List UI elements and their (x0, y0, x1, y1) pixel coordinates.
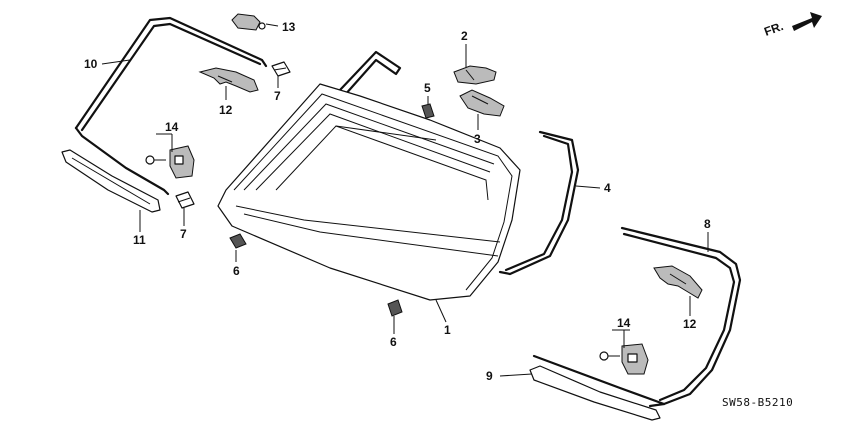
part-3-bracket (459, 89, 505, 117)
part-6-clip-left (229, 233, 247, 249)
leader-lines (101, 23, 709, 377)
callout-5: 5 (424, 81, 431, 95)
callout-12-right: 12 (683, 317, 697, 331)
callout-2: 2 (461, 29, 468, 43)
part-10-molding (74, 16, 268, 196)
callout-7-lower: 7 (180, 227, 187, 241)
part-6-clip-lower (387, 299, 403, 317)
callout-3: 3 (474, 132, 481, 146)
callout-12-upper: 12 (219, 103, 233, 117)
callout-4: 4 (604, 181, 611, 195)
part-12-bracket-right (653, 265, 703, 299)
part-upper-strip (338, 50, 402, 98)
drawing-code: SW58-B5210 (722, 396, 793, 409)
part-12-bracket-upper (198, 67, 259, 93)
part-7-clip-lower (175, 191, 195, 209)
callout-7-upper: 7 (274, 89, 281, 103)
front-arrow-icon (792, 12, 822, 31)
callout-13: 13 (282, 20, 296, 34)
callout-14-left: 14 (165, 120, 179, 134)
part-1-rear-glass (217, 83, 521, 301)
callout-14-right: 14 (617, 316, 631, 330)
front-direction-indicator: FR. (762, 12, 822, 39)
part-11-garnish (61, 149, 161, 213)
part-5-clip (421, 103, 435, 119)
part-7-clip-upper (271, 61, 291, 77)
callout-9: 9 (486, 369, 493, 383)
part-14-fastener-left (145, 145, 195, 179)
callout-1: 1 (444, 323, 451, 337)
callouts: 10 13 12 7 14 11 7 6 5 2 3 4 8 12 1 6 14… (84, 20, 711, 383)
part-13-clip (231, 13, 266, 31)
part-14-fastener-right (599, 343, 649, 375)
callout-11: 11 (133, 233, 146, 247)
part-2-clip (453, 65, 497, 85)
part-4-molding (498, 130, 580, 276)
callout-6-left: 6 (233, 264, 240, 278)
callout-8: 8 (704, 217, 711, 231)
callout-6-lower: 6 (390, 335, 397, 349)
part-8-molding (620, 226, 742, 408)
front-label: FR. (762, 19, 785, 39)
callout-10: 10 (84, 57, 98, 71)
part-9-garnish (529, 354, 666, 421)
